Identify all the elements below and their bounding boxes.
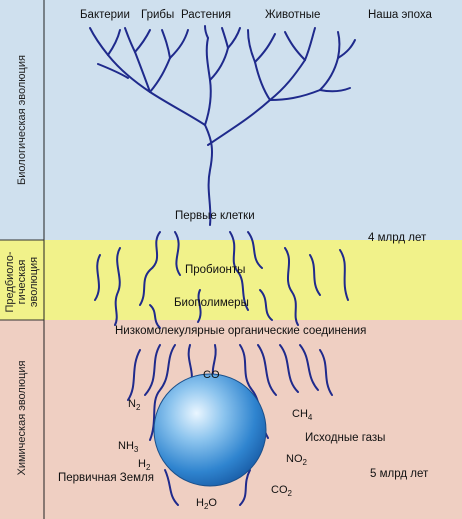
biological-evolution-label: Биологическая эволюция (16, 55, 28, 185)
label-fungi: Грибы (141, 9, 175, 21)
prebiological-label-line-1: Предбиоло- (4, 251, 16, 313)
chemical-evolution-label: Химическая эволюция (16, 360, 28, 476)
prebiological-label-line-2: гическая (16, 259, 28, 305)
phylogenetic-tree (89, 25, 356, 506)
gas-co2: CO2 (271, 484, 292, 499)
label-source-gases: Исходные газы (305, 432, 386, 444)
label-our-era: Наша эпоха (368, 9, 432, 21)
label-4-bya: 4 млрд лет (368, 232, 427, 244)
label-plants: Растения (181, 9, 231, 21)
gas-co: CO (203, 369, 220, 381)
prebiological-label-line-3: эволюция (28, 256, 40, 308)
gas-nh3: NH3 (118, 440, 139, 455)
label-5-bya: 5 млрд лет (370, 468, 429, 480)
primary-earth-sphere (153, 373, 267, 487)
label-bacteria: Бактерии (80, 9, 130, 21)
label-first-cells: Первые клетки (175, 210, 255, 222)
gas-n2: N2 (128, 398, 141, 413)
biological-evolution-band (0, 0, 462, 240)
label-animals: Животные (265, 9, 321, 21)
prebiological-evolution-label: Предбиоло- гическая эволюция (4, 243, 40, 321)
label-low-molecular: Низкомолекулярные органические соединени… (115, 325, 367, 337)
label-primary-earth: Первичная Земля (58, 472, 154, 484)
gas-ch4: CH4 (292, 408, 313, 423)
label-probionts: Пробионты (185, 264, 246, 276)
gas-h2: H2 (138, 458, 151, 473)
label-biopolymers: Биополимеры (174, 297, 249, 309)
gas-no2: NO2 (286, 453, 307, 468)
gas-h2o: H2O (196, 497, 217, 512)
prebiological-evolution-band (0, 240, 462, 320)
